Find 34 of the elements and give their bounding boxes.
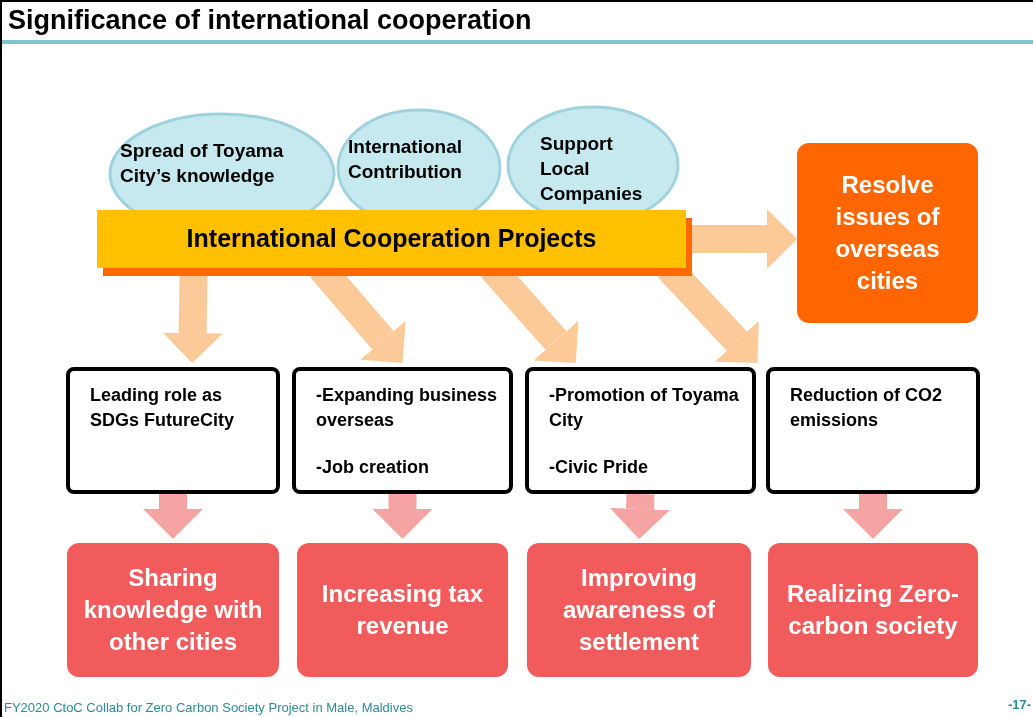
block-arrow [610,493,670,539]
benefit-box [292,367,513,494]
box-text: Resolve issues of overseas cities [834,170,941,296]
block-arrow [843,494,903,539]
benefit-text: -Civic Pride [549,456,650,479]
box-text: Improving awareness of settlement [561,563,717,657]
benefit-text: -Promotion of Toyama City [549,384,740,432]
ellipse-bubble [506,105,680,210]
bubble-text: International Contribution [348,135,463,184]
page-number: -17- [1007,697,1031,713]
outcome-box [768,543,978,677]
block-arrow [143,494,203,539]
benefit-text: Leading role as SDGs FutureCity [90,384,236,432]
box-text: Realizing Zero-carbon society [786,579,960,641]
ellipse-bubble [336,108,502,210]
ellipse-bubble [108,112,336,210]
bubble-text: Spread of Toyama City’s knowledge [120,139,285,188]
benefit-box [766,367,980,494]
benefit-box [525,367,756,494]
benefit-text: Reduction of CO2 emissions [790,384,943,432]
bubble-text: Support Local Companies [540,132,644,206]
banner-text: International Cooperation Projects [186,223,597,255]
page-title: Significance of international cooperation [8,4,532,37]
box-text: Increasing tax revenue [320,579,485,641]
goal-box [797,143,978,323]
benefit-text: -Job creation [316,456,431,479]
box-text: Sharing knowledge with other cities [82,563,264,657]
block-arrow [372,494,433,539]
benefit-text: -Expanding business overseas [316,384,499,432]
outcome-box [67,543,279,677]
benefit-box [66,367,280,494]
outcome-box [297,543,508,677]
footer-text: FY2020 CtoC Collab for Zero Carbon Society Project in Male, Maldives [4,700,413,716]
outcome-box [527,543,751,677]
